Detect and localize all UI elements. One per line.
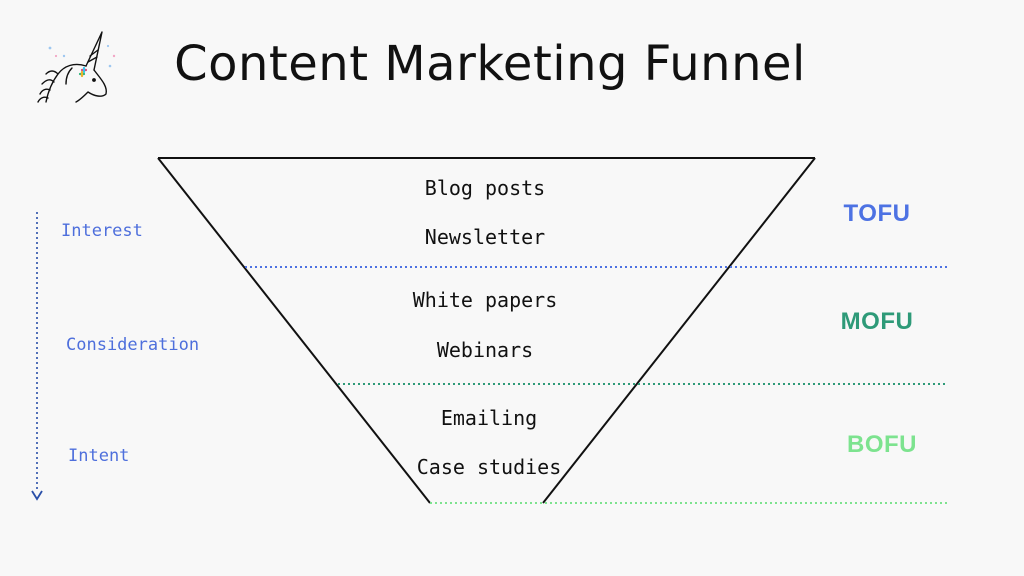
stage-label-interest: Interest — [61, 221, 143, 241]
stage-tag-mofu: MOFU — [840, 308, 914, 335]
funnel-item-newsletter: Newsletter — [424, 225, 546, 249]
unicorn-icon — [37, 31, 116, 103]
stage-tag-tofu: TOFU — [843, 200, 911, 227]
funnel-item-case-studies: Case studies — [416, 455, 562, 479]
stage-label-consideration: Consideration — [66, 335, 200, 355]
funnel-left-edge — [157, 157, 431, 504]
funnel-item-emailing: Emailing — [440, 406, 538, 430]
stage-tag-bofu: BOFU — [847, 431, 917, 458]
funnel-item-white-papers: White papers — [412, 288, 558, 312]
funnel-item-webinars: Webinars — [436, 338, 534, 362]
funnel-right-edge — [542, 157, 816, 504]
page-title: Content Marketing Funnel — [174, 36, 806, 92]
funnel-item-blog-posts: Blog posts — [424, 176, 546, 200]
stage-label-intent: Intent — [68, 446, 130, 466]
progress-arrow-head — [31, 490, 43, 501]
